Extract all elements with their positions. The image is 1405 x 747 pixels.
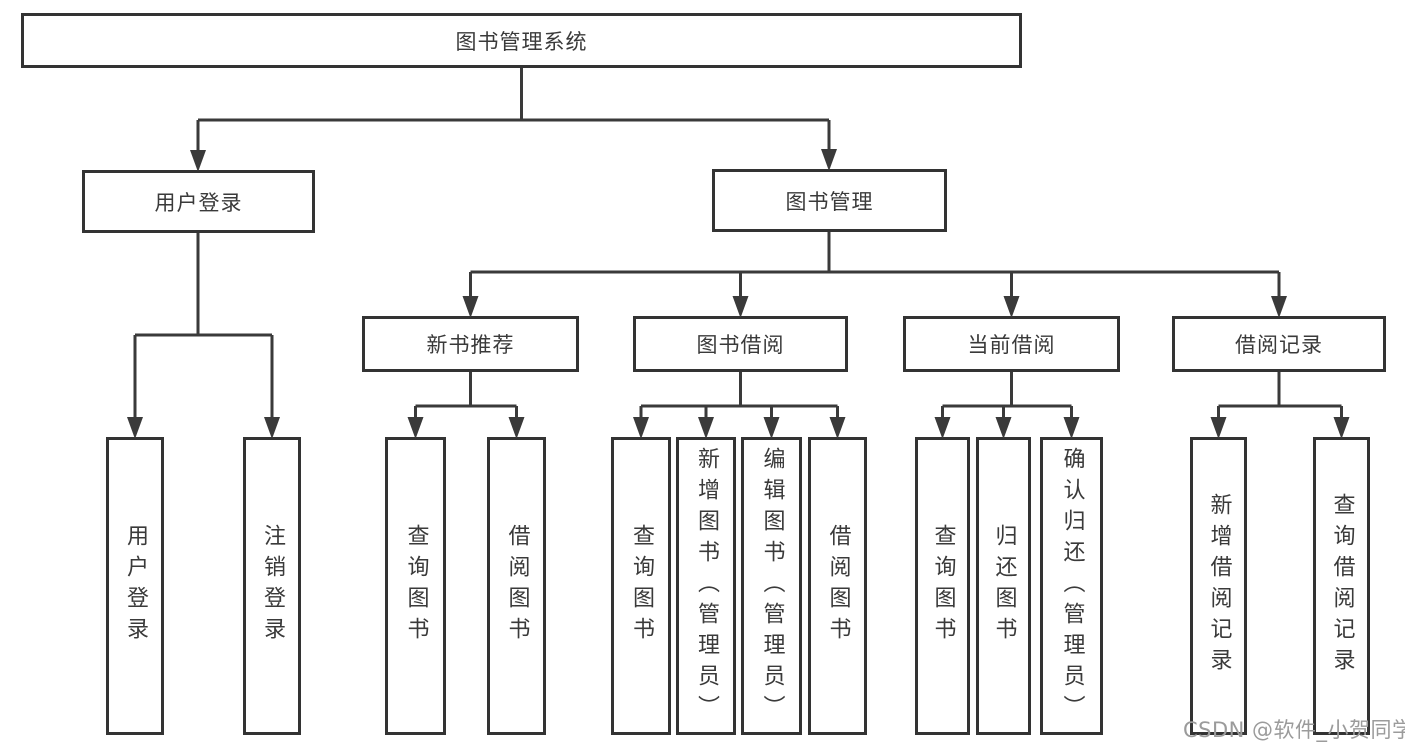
node-query-books-recommend: 查询图书	[385, 437, 446, 735]
leaf-label: 借阅图书	[504, 524, 530, 648]
connector-drop-shafts	[133, 120, 1343, 425]
leaf-label: 查询借阅记录	[1329, 493, 1355, 679]
leaf-label: 用户登录	[123, 524, 148, 648]
arrowhead-icon	[1333, 417, 1350, 439]
node-add-books-admin: 新增图书（管理员）	[676, 437, 736, 735]
arrowhead-icon	[127, 417, 143, 439]
arrowhead-icon	[732, 296, 749, 318]
node-query-books-current: 查询图书	[915, 437, 970, 735]
arrowhead-icon	[821, 149, 837, 171]
leaf-label: 注销登录	[260, 524, 285, 648]
arrowhead-icon	[995, 417, 1012, 439]
arrowhead-icon	[763, 417, 780, 439]
connector-user-login	[135, 233, 272, 337]
node-new-book-recommend: 新书推荐	[362, 316, 579, 372]
arrowhead-icon	[508, 417, 525, 439]
connector-current-borrow	[942, 372, 1072, 408]
csdn-watermark: CSDN @软件_小贺同学	[1183, 718, 1405, 742]
arrowhead-icon	[633, 417, 649, 439]
leaf-label: 查询图书	[403, 524, 429, 648]
connector-borrow-records	[1218, 372, 1342, 408]
arrowhead-icon	[190, 150, 206, 172]
arrowhead-icon	[1210, 417, 1227, 439]
connector-book-borrow	[641, 372, 838, 408]
node-user-login-leaf: 用户登录	[106, 437, 164, 735]
node-borrow-books-recommend: 借阅图书	[487, 437, 546, 735]
leaf-label: 查询图书	[629, 524, 654, 648]
node-current-borrowing: 当前借阅	[903, 316, 1120, 372]
arrowhead-icon	[698, 417, 714, 439]
connector-new-book-rec	[415, 372, 517, 408]
leaf-label: 借阅图书	[825, 524, 851, 648]
node-add-borrow-record: 新增借阅记录	[1190, 437, 1247, 735]
leaf-label: 新增借阅记录	[1206, 493, 1232, 679]
node-root: 图书管理系统	[21, 13, 1022, 68]
node-book-borrowing: 图书借阅	[633, 316, 848, 372]
node-confirm-return-admin: 确认归还（管理员）	[1040, 437, 1103, 735]
node-book-management: 图书管理	[712, 169, 947, 232]
arrowhead-icon	[264, 417, 280, 439]
arrowhead-icon	[1003, 296, 1020, 318]
connector-book-mgmt	[470, 232, 1279, 274]
node-user-login: 用户登录	[82, 170, 315, 233]
arrowhead-icon	[462, 296, 479, 318]
node-logout: 注销登录	[243, 437, 301, 735]
leaf-label: 确认归还（管理员）	[1059, 446, 1085, 726]
node-return-books: 归还图书	[976, 437, 1031, 735]
arrowhead-icon	[829, 417, 846, 439]
leaf-label: 新增图书（管理员）	[694, 446, 719, 726]
arrowhead-icon	[407, 417, 424, 439]
leaf-label: 编辑图书（管理员）	[759, 446, 785, 726]
node-query-books-borrowing: 查询图书	[611, 437, 671, 735]
arrowhead-icon	[934, 417, 951, 439]
leaf-label: 查询图书	[930, 524, 956, 648]
node-borrow-books: 借阅图书	[808, 437, 867, 735]
leaf-label: 归还图书	[991, 524, 1017, 648]
arrowhead-icon	[1271, 296, 1287, 318]
node-edit-books-admin: 编辑图书（管理员）	[741, 437, 802, 735]
connector-root	[198, 68, 829, 122]
node-borrow-records: 借阅记录	[1172, 316, 1386, 372]
node-query-borrow-record: 查询借阅记录	[1313, 437, 1370, 735]
arrowhead-icon	[1063, 417, 1080, 439]
